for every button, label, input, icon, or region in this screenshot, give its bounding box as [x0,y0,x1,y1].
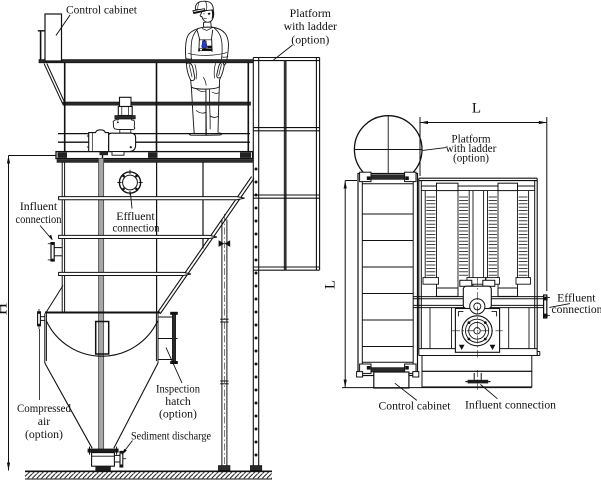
label-inspection-hatch-0: Inspection [156,382,200,396]
platform-railing [37,30,254,163]
label-dim-L-side: L [323,280,339,289]
label-effluent-left-0: Effluent [116,209,155,223]
effluent-connection-right [542,294,571,319]
label-influent-left-0: Influent [20,199,58,213]
end-view [342,115,571,401]
leader-effluent-left [130,193,133,209]
inspection-hatch [158,311,183,384]
ground-hatch [25,470,272,480]
leader-effluent-right [549,303,571,308]
dimension-L-top [419,117,548,291]
stiffener-bars [58,196,245,276]
effluent-flange [117,169,143,209]
plate-packs [421,182,535,297]
label-dim-H: H [0,303,11,315]
dome-circle [353,115,423,184]
label-compressed-air-0: Compressed [17,401,71,415]
label-effluent-left: Effluent connection [113,209,160,235]
access-tower-right [356,171,420,378]
access-tower-left [250,56,321,471]
label-dim-L-top: L [472,101,481,117]
tower-rungs [362,213,414,347]
leader-platform-left [273,44,293,61]
label-influent-left: Influent connection [16,199,62,226]
control-cabinet-left [44,13,71,62]
side-elevation-view [6,0,321,480]
leader-control-cabinet-right [394,382,418,401]
leader-platform-right [422,147,447,151]
feed-pipe [218,214,231,471]
lower-verticals [429,307,530,349]
label-influent-right: Influent connection [465,398,556,412]
tank-body [37,158,255,471]
label-control-cabinet-left: Control cabinet [66,3,138,17]
leader-influent-right [480,384,498,400]
influent-nozzle [39,225,63,262]
tank-bottom [44,285,161,449]
compressed-air-fitting [37,308,45,400]
label-control-cabinet-right: Control cabinet [379,399,452,413]
label-inspection-hatch: Inspection hatch (option) [156,382,200,421]
leader-control-cabinet-left [55,14,71,36]
label-platform-ladder-right-2: (option) [453,153,489,165]
drive-unit-left [86,96,137,160]
label-sediment-discharge: Sediment discharge [131,429,211,443]
drive-unit-right [452,277,503,358]
label-platform-ladder-left-0: Platform [290,6,331,20]
label-inspection-hatch-2: (option) [159,407,197,421]
label-compressed-air-1: air [38,414,51,428]
label-compressed-air: Compressed air (option) [17,401,71,441]
label-compressed-air-2: (option) [25,427,63,441]
leader-inspection-hatch [165,347,183,384]
label-platform-ladder-right: Platform with ladder (option) [446,134,497,165]
label-platform-ladder-right-0: Platform [451,134,490,146]
ladder-rungs [254,167,258,457]
pack-ticks [426,196,528,276]
dimension-L-side [342,180,532,389]
label-effluent-right: Effluent connection [552,291,601,316]
label-effluent-left-1: connection [113,221,160,235]
label-influent-left-1: connection [16,212,62,226]
label-inspection-hatch-1: hatch [165,394,191,408]
sediment-discharge-assembly [87,440,133,471]
dimension-H [6,155,56,471]
label-platform-ladder-right-1: with ladder [446,143,497,155]
label-effluent-right-0: Effluent [557,291,596,305]
lamella-body [413,177,544,388]
labels: Control cabinet Platform with ladder (op… [0,3,601,443]
label-platform-ladder-left: Platform with ladder (option) [284,6,337,46]
label-effluent-right-1: connection [552,302,601,316]
label-platform-ladder-left-2: (option) [291,32,329,46]
influent-connection-right [465,370,498,400]
label-platform-ladder-left-1: with ladder [284,19,337,33]
